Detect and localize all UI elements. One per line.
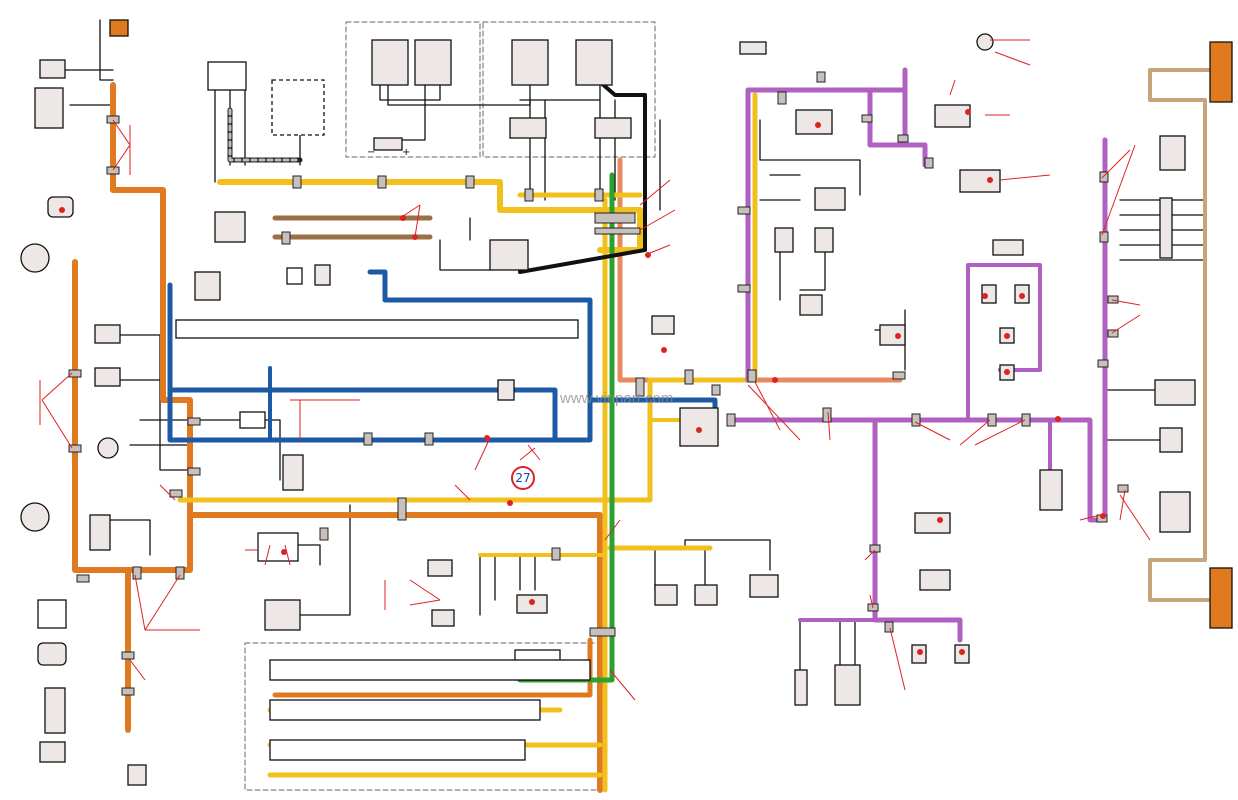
components (20, 19, 1233, 786)
fuse-block-right-outline (482, 21, 656, 158)
purple-harness-main (732, 137, 1108, 643)
brown-harness (272, 215, 433, 240)
orange-harness-main (187, 512, 603, 793)
salmon-harness (617, 157, 903, 383)
black-battery-cable (518, 80, 647, 274)
blue-harness (167, 269, 593, 443)
terminal-plus-label: + (402, 147, 410, 158)
callout-number-badge: 27 (511, 466, 535, 490)
terminal-minus-label: − (367, 147, 375, 158)
yellow-harness-right (177, 92, 758, 503)
tan-harness-right (1148, 68, 1212, 602)
purple-harness-loop (966, 263, 1042, 422)
purple-harness-lower (798, 418, 1052, 622)
watermark: www.vinpart.com (560, 390, 674, 407)
orange-harness-panel (272, 637, 593, 698)
callout-leaders (39, 39, 1151, 701)
yellow-harness-center (602, 197, 713, 793)
yellow-harness-top (217, 179, 643, 253)
fuse-block-left-outline (345, 21, 481, 158)
leader-dots (59, 109, 1106, 655)
orange-harness-front-left (72, 82, 193, 573)
